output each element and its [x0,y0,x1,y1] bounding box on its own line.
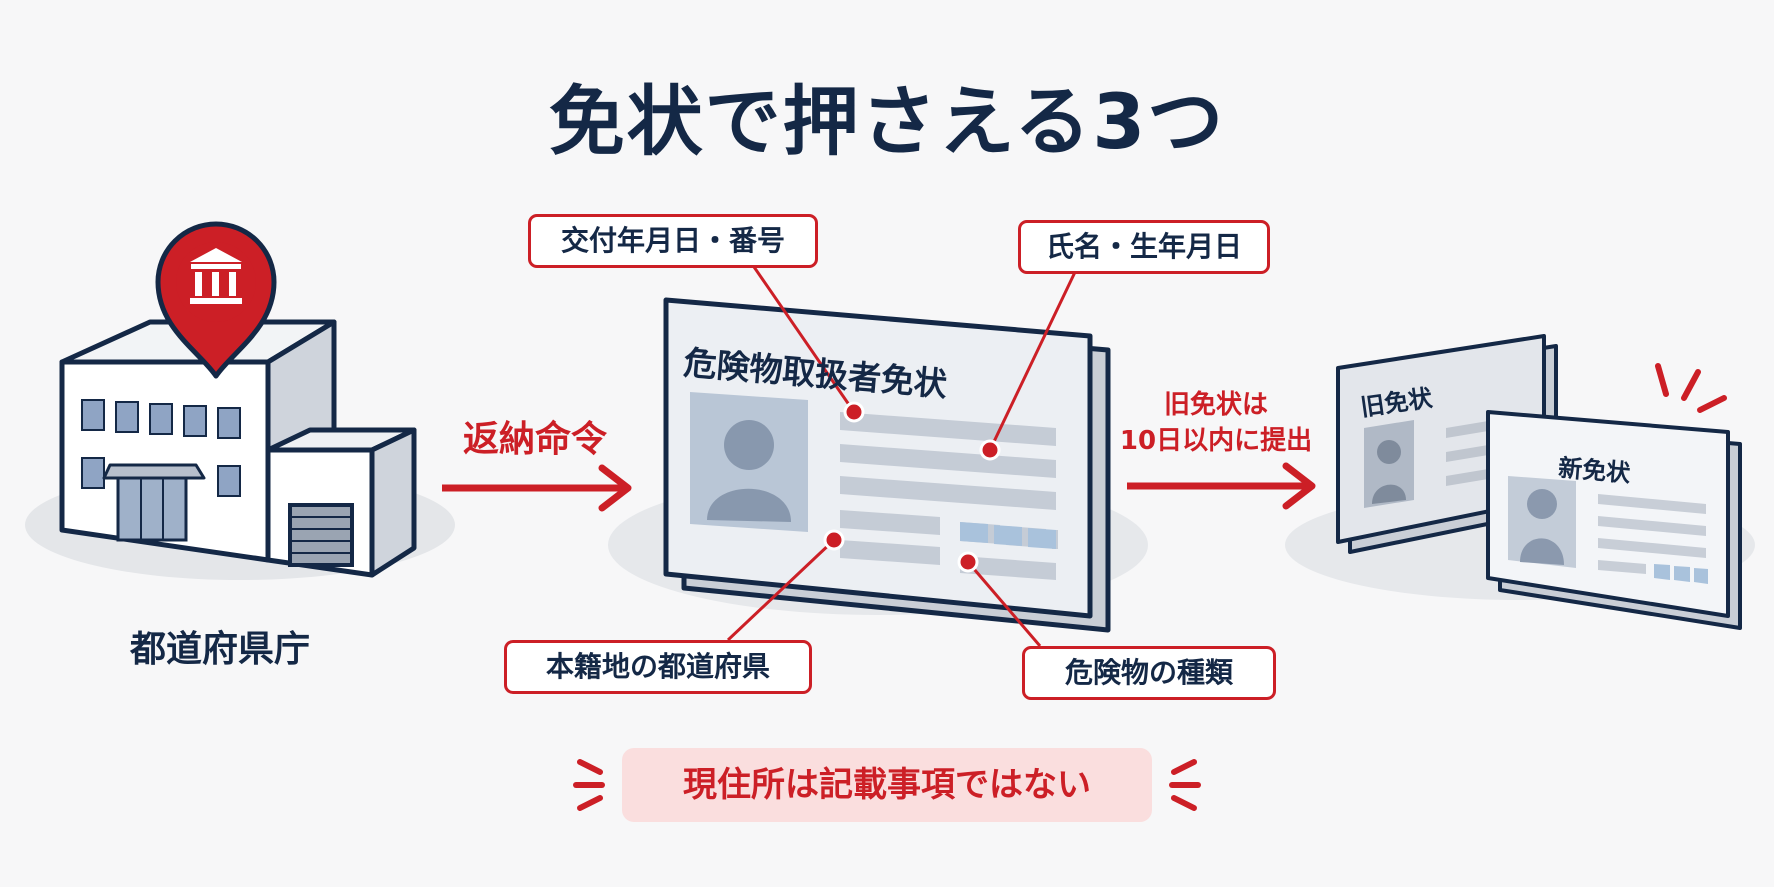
callout-hazmat-type: 危険物の種類 [1022,646,1276,700]
old-license-note-line1: 旧免状は [1163,390,1268,420]
return-order-arrow [442,464,632,512]
license-card [663,297,1111,633]
return-order-label: 返納命令 [462,419,607,460]
page-title: 免状で押さえる3つ [548,77,1226,166]
new-card-burst-icon [1655,363,1727,413]
callout-issue-date-number: 交付年月日・番号 [528,214,818,268]
government-pin-icon [155,221,277,379]
submit-old-license-arrow [1127,462,1316,510]
callout-domicile-prefecture: 本籍地の都道府県 [504,640,812,694]
new-license-card [1486,410,1742,630]
prefectural-office-label: 都道府県庁 [129,629,310,670]
note-emphasis-marks [573,759,1201,811]
prefectural-office-building [59,319,417,578]
old-license-note-line2: 10日以内に提出 [1119,426,1313,456]
callout-leaders [726,263,1078,647]
callout-name-birthdate: 氏名・生年月日 [1018,220,1270,274]
address-not-listed-note: 現住所は記載事項ではない [622,748,1152,822]
license-text-lines [840,412,1058,580]
license-photo [690,392,808,532]
